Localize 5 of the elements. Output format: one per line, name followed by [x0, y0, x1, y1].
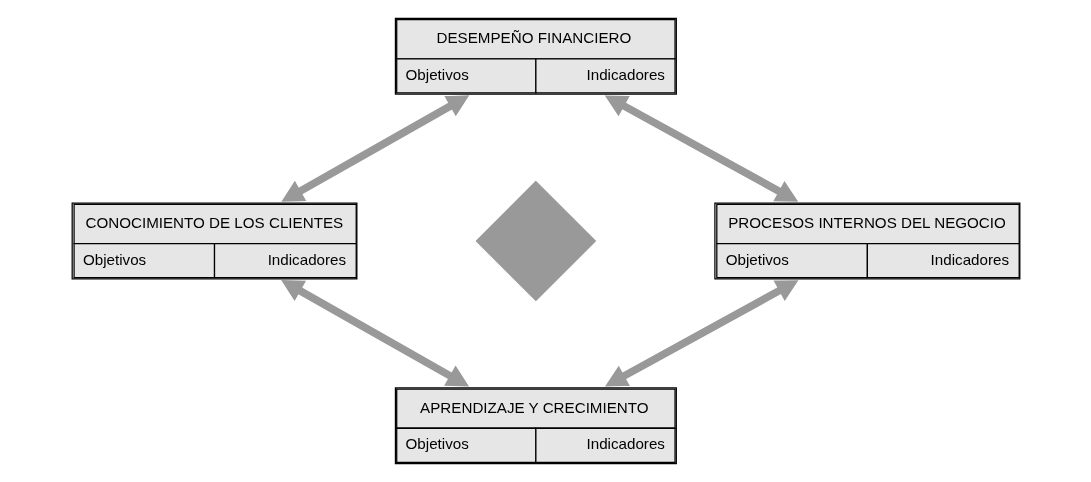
- arrow: [280, 280, 469, 387]
- arrow: [604, 280, 798, 387]
- node-diamond: [475, 180, 596, 302]
- arrow: [604, 95, 798, 202]
- arrow: [280, 95, 469, 202]
